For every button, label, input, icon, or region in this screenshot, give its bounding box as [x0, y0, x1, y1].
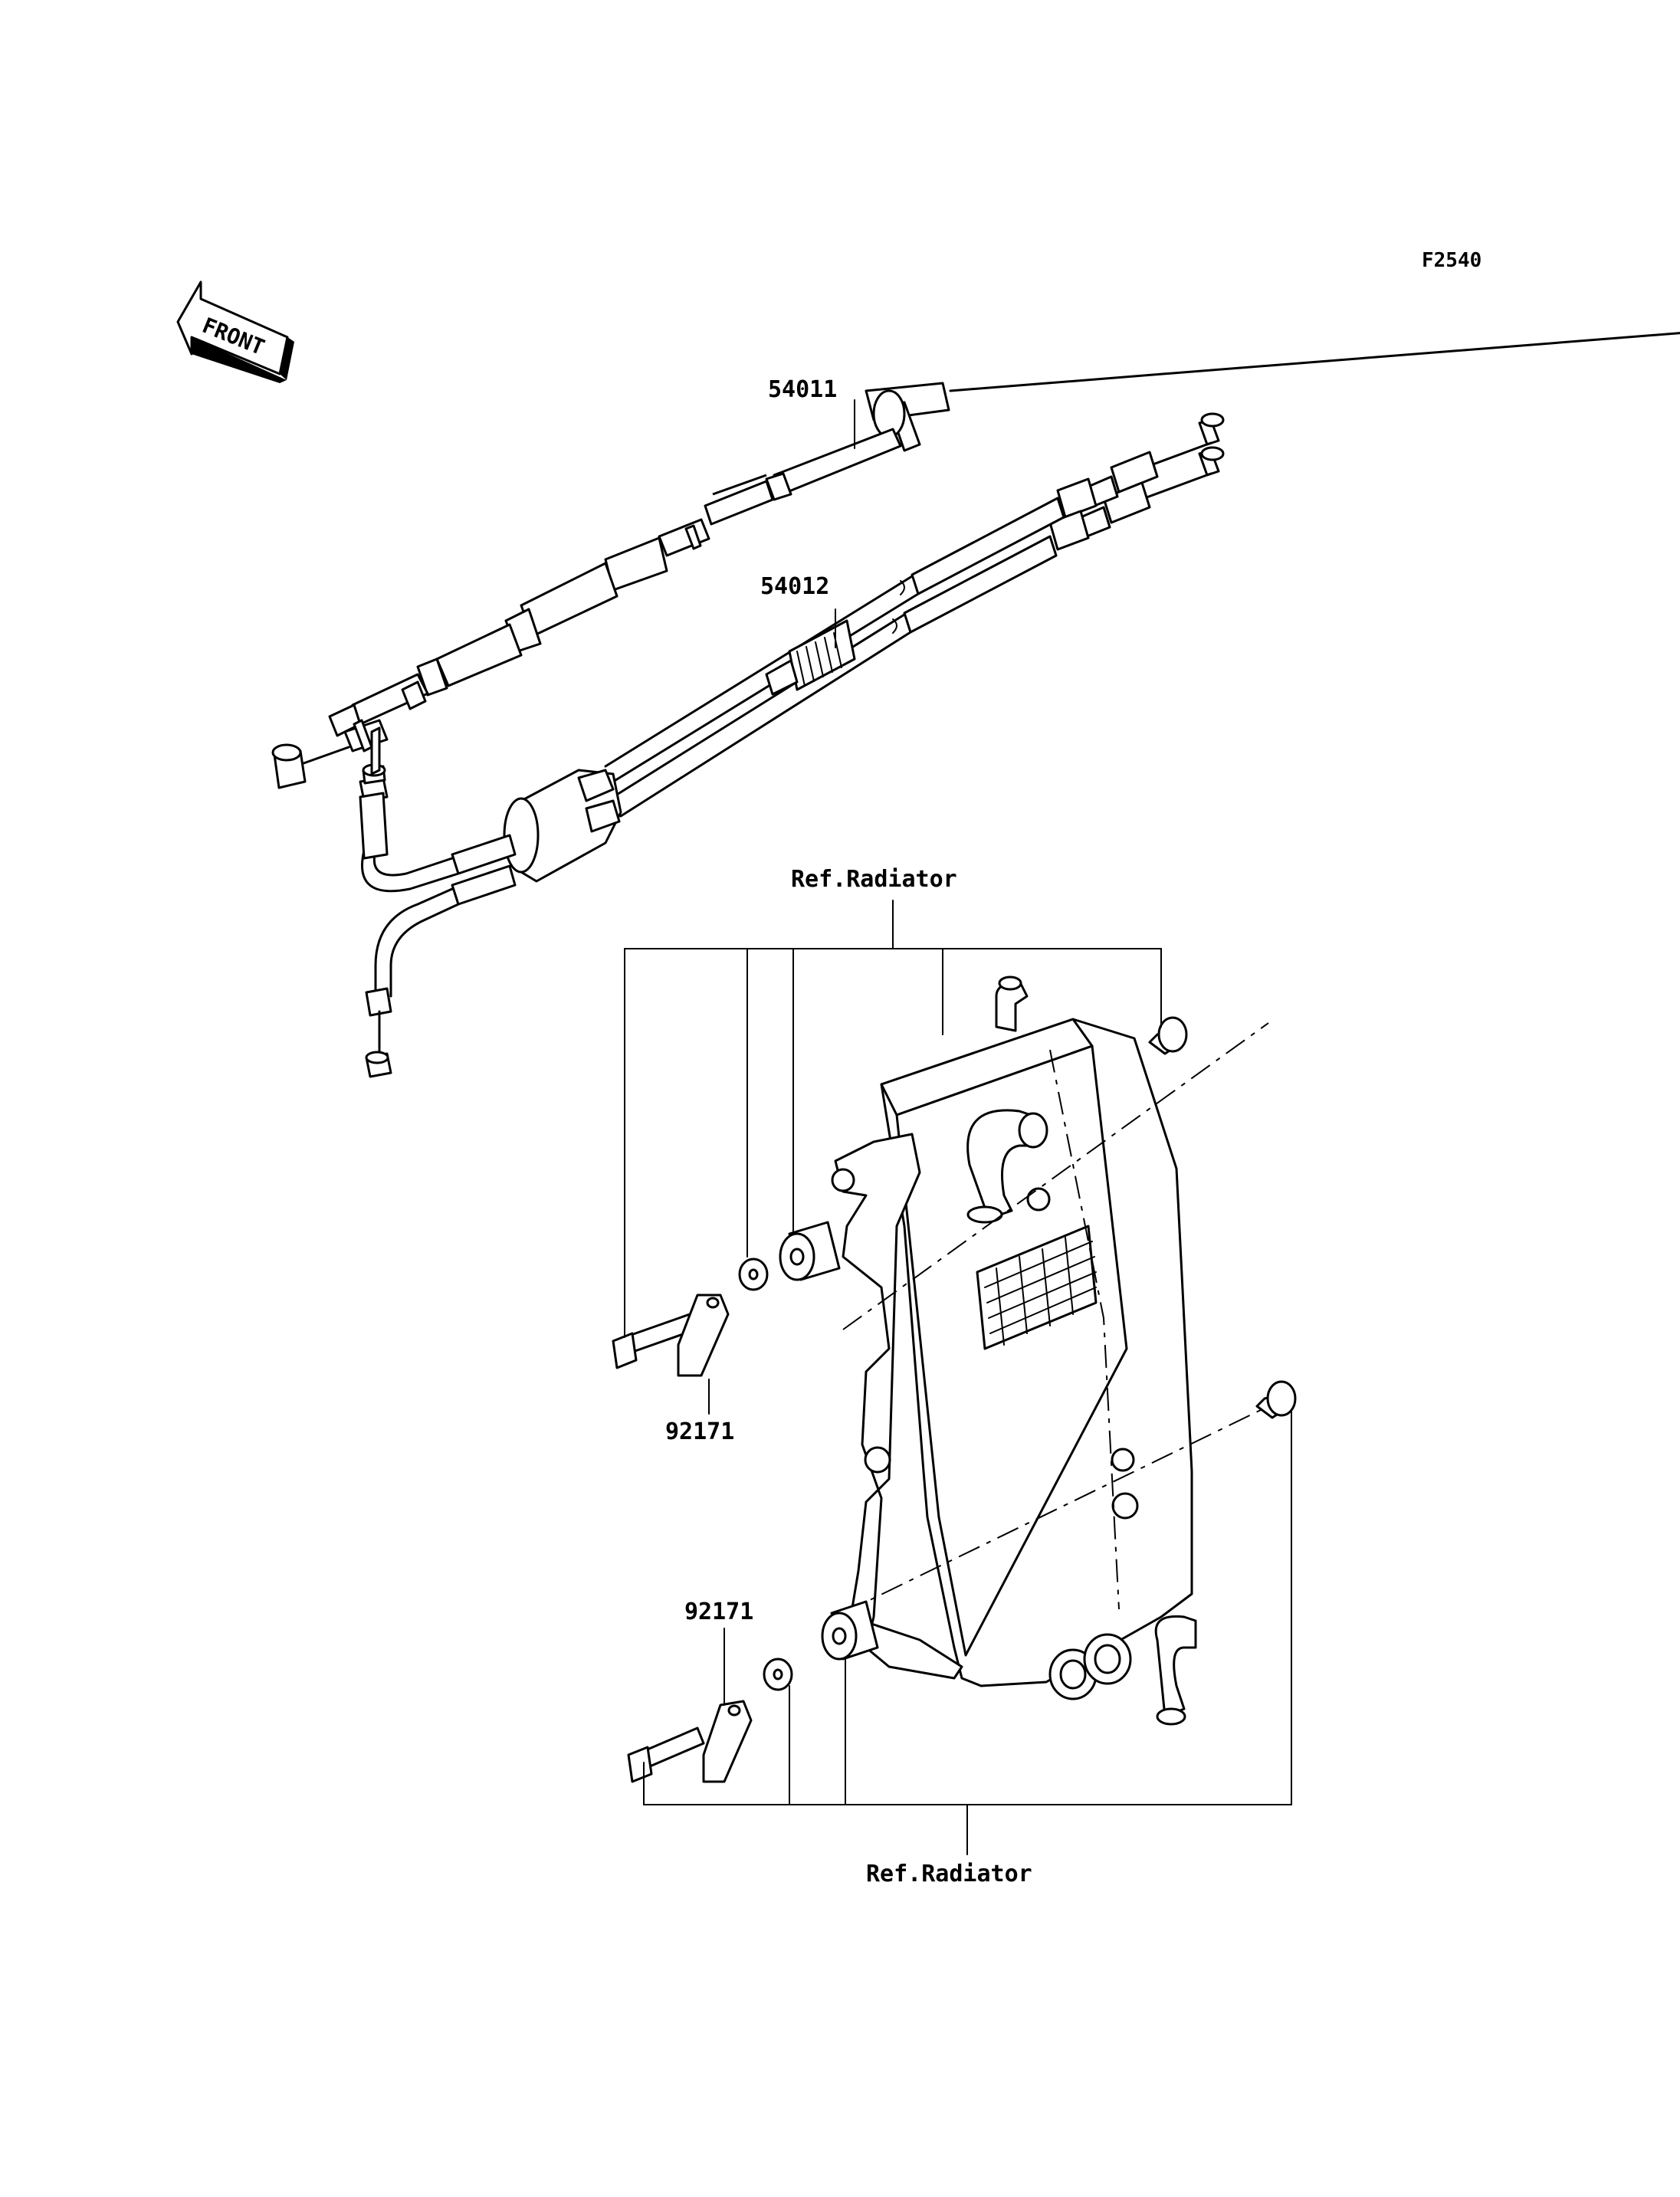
figure-code: F2540 [1422, 249, 1481, 272]
leader-lines [624, 399, 1292, 1855]
knurl-lines-icon [796, 632, 842, 687]
front-arrow-icon: FRONT [176, 280, 294, 383]
callout-ref-radiator-top: Ref.Radiator [791, 866, 957, 893]
callout-54012: 54012 [760, 573, 829, 600]
mount-hardware-upper [612, 1016, 1297, 1419]
mount-hardware-lower [627, 1600, 879, 1783]
radiator-fins-icon [976, 1225, 1098, 1350]
radiator-bottom-ports [1048, 1615, 1197, 1726]
callout-ref-radiator-bottom: Ref.Radiator [866, 1861, 1032, 1887]
throttle-cable-54011 [271, 332, 1680, 789]
radiator-ref [831, 976, 1269, 1726]
callout-92171-upper: 92171 [665, 1418, 734, 1445]
callout-92171-lower: 92171 [684, 1599, 753, 1625]
throttle-cable-pair-54012 [359, 412, 1225, 1078]
callout-54011: 54011 [768, 376, 837, 403]
